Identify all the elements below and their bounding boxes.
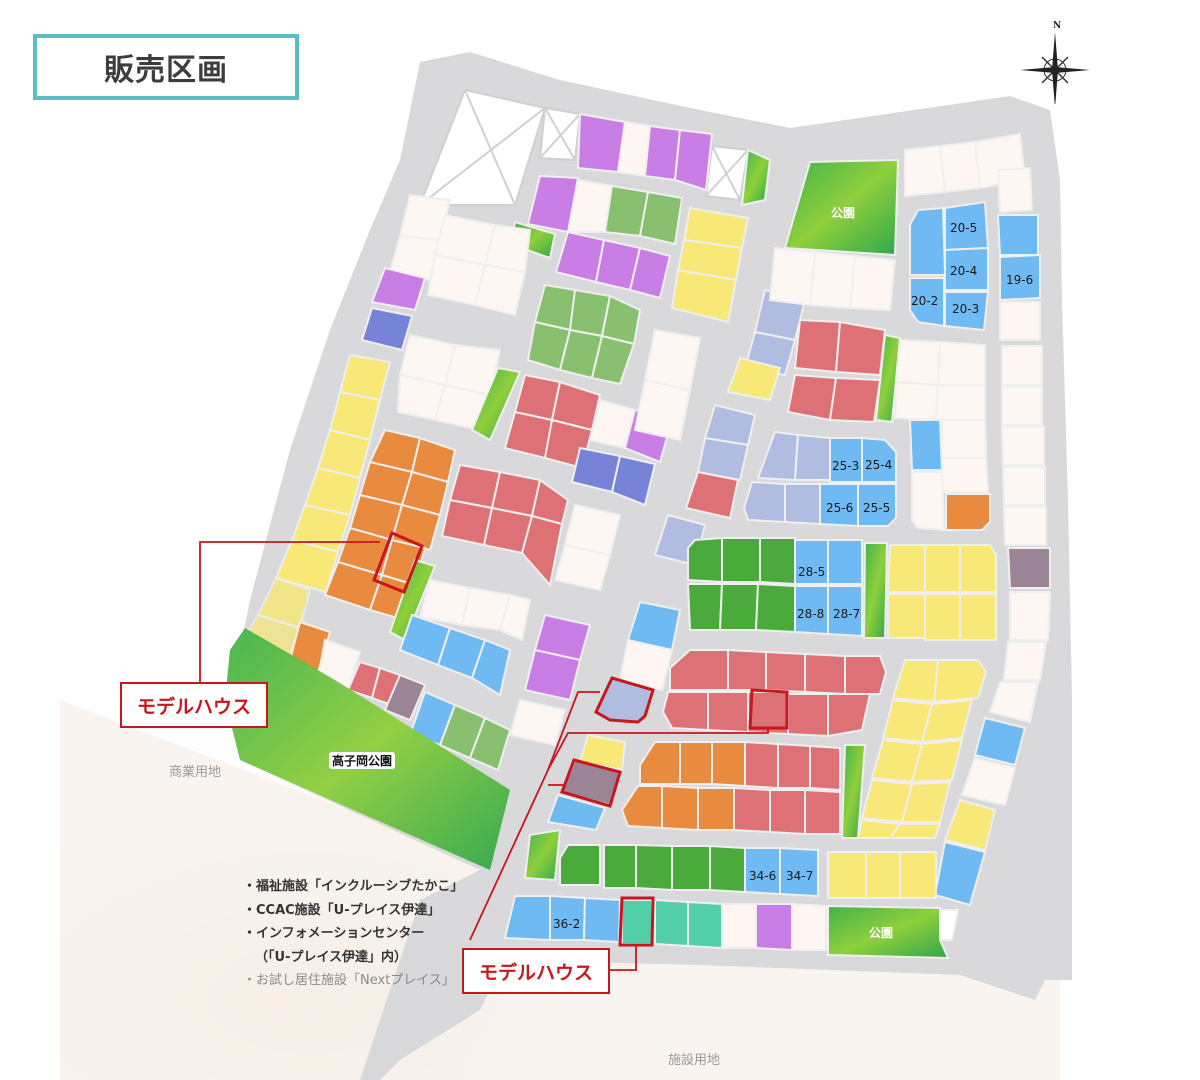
park-southeast (827, 904, 950, 960)
lot-label: 34-6 (749, 869, 776, 883)
model-house-label-bottom: モデルハウス (462, 948, 610, 994)
page-title-box: 販売区画 (33, 34, 299, 100)
lot-labels: 20-5 20-4 20-2 20-3 19-6 25-3 25-4 25-6 … (553, 221, 1033, 931)
facility-legend: ・福祉施設「インクルーシブたかこ」 ・CCAC施設「U-プレイス伊達」 ・インフ… (243, 875, 463, 993)
park-north (783, 158, 900, 257)
lot-label: 25-6 (826, 501, 853, 515)
legend-item-info-center: ・インフォメーションセンター (243, 926, 425, 941)
reserved-blocks (418, 88, 750, 206)
area-label-facility: 施設用地 (668, 1053, 721, 1068)
lot-label: 28-8 (797, 607, 824, 621)
legend-item-welfare: ・福祉施設「インクルーシブたかこ」 (243, 879, 464, 894)
model-house-label-left: モデルハウス (120, 682, 268, 728)
legend-item-ccac: ・CCAC施設「U-プレイス伊達」 (243, 902, 441, 918)
model-house-highlights (372, 531, 789, 947)
lot-label: 34-7 (786, 869, 813, 883)
park-takakooka (225, 628, 510, 870)
legend-item-info-center-sub: （「U-プレイス伊達」内） (255, 949, 408, 965)
lot-label: 36-2 (553, 917, 580, 931)
lot-label: 20-3 (952, 302, 979, 316)
lot-label: 19-6 (1006, 273, 1033, 287)
lot-label: 25-5 (863, 501, 890, 515)
area-label-commercial: 商業用地 (169, 765, 222, 780)
lot-label: 20-4 (950, 264, 977, 278)
page-title: 販売区画 (104, 53, 228, 88)
lot-label: 28-7 (833, 607, 860, 621)
lot-label: 20-2 (911, 294, 938, 308)
legend-item-trial-residence: ・お試し居住施設「Nextプレイス」 (243, 973, 455, 988)
park-label-north: 公園 (831, 206, 856, 220)
compass-icon: N (1020, 21, 1090, 104)
svg-text:N: N (1053, 21, 1061, 31)
park-label-takakooka: 高子岡公園 (329, 752, 396, 769)
lot-label: 28-5 (798, 565, 825, 579)
park-label-southeast: 公園 (869, 926, 894, 940)
lot-label: 25-4 (865, 458, 892, 472)
lot-label: 25-3 (832, 459, 859, 473)
lots (238, 112, 1052, 960)
lot-label: 20-5 (950, 221, 977, 235)
model-house-connectors (199, 541, 769, 971)
